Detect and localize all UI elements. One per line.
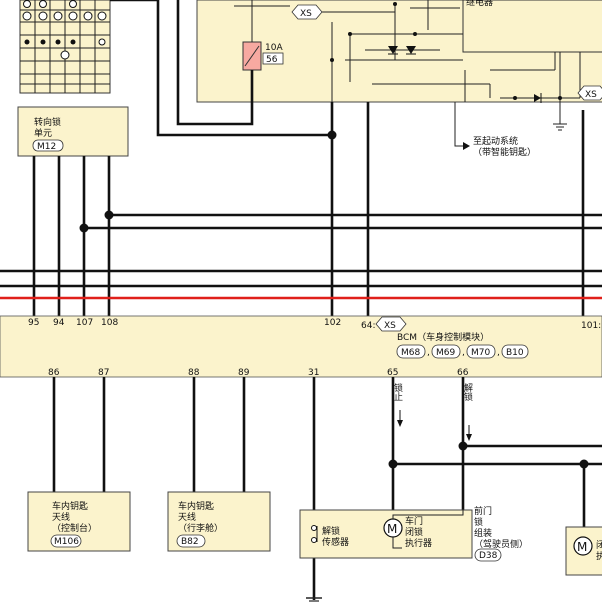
- front-door-lock-connector: D38: [479, 551, 498, 561]
- down-arrow-icon: [397, 410, 403, 427]
- svg-text:车门: 车门: [405, 515, 423, 527]
- diode-symbol: [534, 94, 541, 102]
- splice-point: [327, 130, 337, 140]
- svg-text:车内钥匙: 车内钥匙: [178, 500, 214, 512]
- starting-system-note-line1: 至起动系统: [473, 135, 518, 147]
- svg-text:XS: XS: [300, 9, 312, 19]
- xs-tag: XS: [291, 4, 323, 20]
- front-door-lock-assembly: 解锁 传感器 M 车门 闭锁 执行器: [299, 509, 473, 559]
- relay-label: 继电器: [466, 0, 493, 8]
- svg-text:,: ,: [497, 348, 500, 358]
- svg-text:（控制台）: （控制台）: [52, 522, 97, 534]
- front-door-lock-name-line1: 前门: [474, 505, 492, 517]
- starting-system-note-line2: （带智能钥匙）: [473, 146, 536, 158]
- ground-icon: [306, 597, 322, 602]
- svg-text:XS: XS: [585, 90, 597, 100]
- svg-text:执行器: 执行器: [405, 537, 432, 549]
- svg-text:M69: M69: [436, 348, 455, 358]
- splice-point: [579, 459, 589, 469]
- pin-95: 95: [28, 318, 39, 328]
- svg-text:执: 执: [596, 550, 602, 562]
- svg-text:B10: B10: [506, 348, 524, 358]
- antenna-trunk-box: 车内钥匙 天线 （行李舱） B82: [167, 491, 271, 552]
- fuse-number: 56: [266, 55, 278, 65]
- front-door-lock-name-line4: （驾驶员侧）: [474, 538, 528, 550]
- bus-lines: [0, 213, 602, 300]
- diode-symbol: [388, 46, 398, 54]
- svg-text:闭: 闭: [596, 539, 602, 551]
- splice-point: [458, 441, 468, 451]
- svg-text:M: M: [387, 522, 397, 536]
- svg-text:闭锁: 闭锁: [405, 526, 423, 538]
- pin-101: 101:: [581, 321, 601, 331]
- pin-94: 94: [53, 318, 65, 328]
- bcm-output-wires: [52, 377, 602, 600]
- switch-matrix-grid: [19, 0, 111, 94]
- splice-point: [79, 223, 89, 233]
- front-door-lock-name-line3: 组装: [474, 527, 492, 539]
- xs-tag: XS: [577, 85, 602, 101]
- xs-tag: XS: [375, 316, 407, 332]
- antenna-console-connector: M106: [54, 537, 79, 547]
- svg-text:（行李舱）: （行李舱）: [178, 522, 223, 534]
- svg-text:转向锁: 转向锁: [34, 116, 61, 128]
- svg-text:M68: M68: [401, 348, 420, 358]
- bcm-connectors: M68 , M69 , M70 , B10: [396, 344, 529, 359]
- motor-icon: [573, 536, 593, 556]
- svg-text:M70: M70: [471, 348, 490, 358]
- svg-text:车内钥匙: 车内钥匙: [52, 500, 88, 512]
- pin-65: 65: [387, 368, 398, 378]
- svg-text:天线: 天线: [52, 511, 70, 523]
- splice-point: [388, 459, 398, 469]
- pin-66: 66: [457, 368, 469, 378]
- svg-text:,: ,: [462, 348, 465, 358]
- pin-87: 87: [98, 368, 109, 378]
- fuse-rating: 10A: [265, 43, 283, 53]
- antenna-console-box: 车内钥匙 天线 （控制台） M106: [27, 491, 131, 552]
- steering-lock-wires: [32, 156, 111, 316]
- right-actuator-box: M 闭 执: [565, 526, 602, 576]
- svg-text:M: M: [577, 540, 587, 554]
- antenna-trunk-connector: B82: [181, 537, 199, 547]
- pin-88: 88: [188, 368, 200, 378]
- down-arrow-icon: [466, 425, 472, 441]
- pin-86: 86: [48, 368, 60, 378]
- svg-text:传感器: 传感器: [322, 536, 349, 548]
- svg-text:单元: 单元: [34, 127, 52, 139]
- pin-64: 64:: [361, 321, 375, 331]
- ipdm-power-box: 继电器 10A 56: [196, 0, 602, 131]
- wire-label-lock: 锁止: [392, 382, 403, 401]
- wire-label-unlock: 解锁: [462, 382, 473, 402]
- steering-lock-connector: M12: [37, 142, 56, 152]
- svg-text:XS: XS: [384, 321, 396, 331]
- svg-text:解锁: 解锁: [322, 525, 340, 537]
- pin-108: 108: [101, 318, 118, 328]
- bcm-name: BCM（车身控制模块）: [397, 331, 489, 343]
- ground-icon: [553, 110, 567, 131]
- diode-symbol: [406, 46, 416, 54]
- pin-107: 107: [76, 318, 93, 328]
- svg-text:天线: 天线: [178, 511, 196, 523]
- bcm-module: 95 94 107 108 102 64: XS 101: BCM（车身控制模块…: [0, 315, 602, 378]
- pin-102: 102: [324, 318, 341, 328]
- svg-text:,: ,: [427, 348, 430, 358]
- steering-lock-unit: 转向锁 单元 M12: [17, 106, 129, 157]
- pin-89: 89: [238, 368, 250, 378]
- front-door-lock-name-line2: 锁: [474, 516, 483, 528]
- pin-31: 31: [308, 368, 319, 378]
- splice-point: [104, 210, 114, 220]
